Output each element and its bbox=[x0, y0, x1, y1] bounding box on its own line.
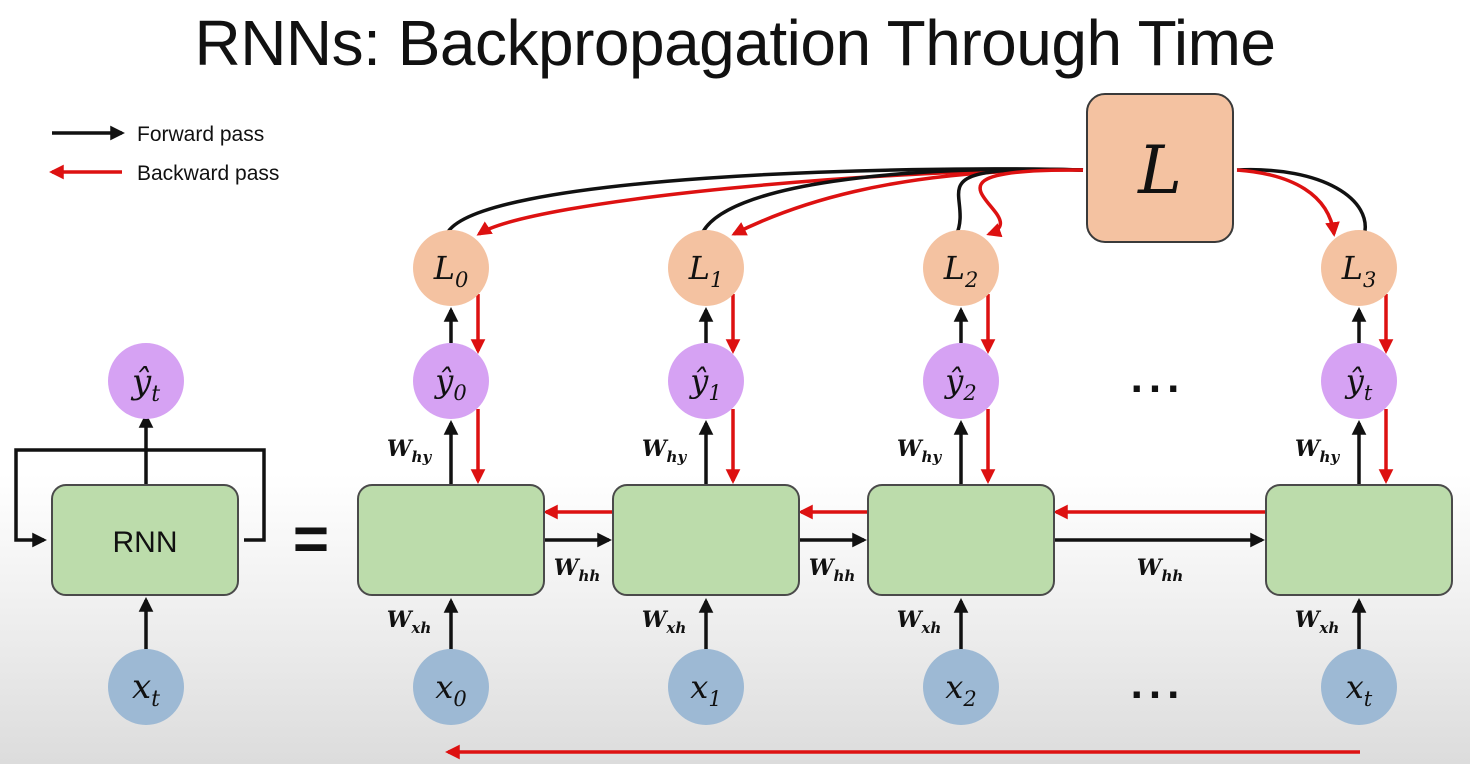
total-to-loss-backward-arrow-2 bbox=[978, 168, 1084, 238]
rolled-output-node bbox=[108, 343, 184, 419]
weight-hy-label-1: Why bbox=[642, 436, 688, 466]
loss-to-total-arrow-1 bbox=[699, 167, 1084, 237]
input-node-0 bbox=[413, 649, 489, 725]
rolled-input-node bbox=[108, 649, 184, 725]
equals-sign: = bbox=[293, 505, 329, 574]
loss-node-3 bbox=[1321, 230, 1397, 306]
ellipsis-inputs: ... bbox=[1131, 659, 1186, 708]
rolled-loop-right bbox=[146, 448, 266, 542]
rnn-cell-0 bbox=[357, 484, 545, 596]
rnn-cell-3 bbox=[1265, 484, 1453, 596]
loss-to-total-arrow-2 bbox=[954, 167, 1084, 237]
loss-label-3: L3 bbox=[1341, 249, 1377, 292]
input-label-1: x1 bbox=[690, 668, 721, 711]
input-label-0: x0 bbox=[435, 668, 466, 711]
loss-node-0 bbox=[413, 230, 489, 306]
weight-xh-label-2: Wxh bbox=[897, 607, 942, 637]
output-label-2: ŷ2 bbox=[943, 362, 976, 405]
loss-label-2: L2 bbox=[943, 249, 979, 292]
output-node-0 bbox=[413, 343, 489, 419]
weight-hh-label-1: Whh bbox=[809, 555, 856, 585]
rolled-loop-left bbox=[14, 448, 146, 548]
weight-hy-label-3: Why bbox=[1295, 436, 1341, 466]
rolled-rnn-cell bbox=[51, 484, 239, 596]
output-label-1: ŷ1 bbox=[688, 362, 721, 405]
output-label-0: ŷ0 bbox=[433, 362, 466, 405]
ellipsis-outputs: ... bbox=[1131, 353, 1186, 402]
loss-node-2 bbox=[923, 230, 999, 306]
total-to-loss-backward-arrow-0 bbox=[476, 168, 1084, 236]
weight-hh-label-0: Whh bbox=[554, 555, 601, 585]
total-loss-node bbox=[1086, 93, 1234, 243]
legend: Forward pass Backward pass bbox=[49, 123, 279, 185]
loss-label-0: L0 bbox=[433, 249, 469, 292]
legend-forward-label: Forward pass bbox=[137, 123, 264, 146]
rnn-cell-2 bbox=[867, 484, 1055, 596]
loss-to-total-arrow-3 bbox=[1236, 167, 1367, 237]
total-to-loss-backward-arrow-1 bbox=[731, 168, 1084, 236]
page-title: RNNs: Backpropagation Through Time bbox=[194, 7, 1276, 79]
output-node-2 bbox=[923, 343, 999, 419]
weight-xh-label-3: Wxh bbox=[1295, 607, 1340, 637]
input-label-2: x2 bbox=[945, 668, 976, 711]
weight-xh-label-1: Wxh bbox=[642, 607, 687, 637]
total-loss-label: L bbox=[1137, 132, 1182, 209]
output-label-3: ŷt bbox=[1344, 362, 1373, 405]
rnn-cell-1 bbox=[612, 484, 800, 596]
rolled-rnn-label: RNN bbox=[113, 526, 178, 559]
output-node-1 bbox=[668, 343, 744, 419]
input-label-3: xt bbox=[1346, 668, 1373, 711]
rolled-rnn: RNN ŷt xt bbox=[14, 343, 266, 725]
input-node-2 bbox=[923, 649, 999, 725]
total-to-loss-backward-arrow-3 bbox=[1236, 168, 1340, 237]
output-node-3 bbox=[1321, 343, 1397, 419]
weight-hy-label-0: Why bbox=[387, 436, 433, 466]
weight-hh-label-2: Whh bbox=[1137, 555, 1184, 585]
rolled-output-label: ŷt bbox=[130, 362, 160, 407]
input-node-3 bbox=[1321, 649, 1397, 725]
weight-xh-label-0: Wxh bbox=[387, 607, 432, 637]
legend-backward-label: Backward pass bbox=[137, 162, 279, 185]
loss-label-1: L1 bbox=[688, 249, 724, 292]
loss-node-1 bbox=[668, 230, 744, 306]
rolled-input-label: xt bbox=[132, 667, 160, 712]
weight-hy-label-2: Why bbox=[897, 436, 943, 466]
input-node-1 bbox=[668, 649, 744, 725]
